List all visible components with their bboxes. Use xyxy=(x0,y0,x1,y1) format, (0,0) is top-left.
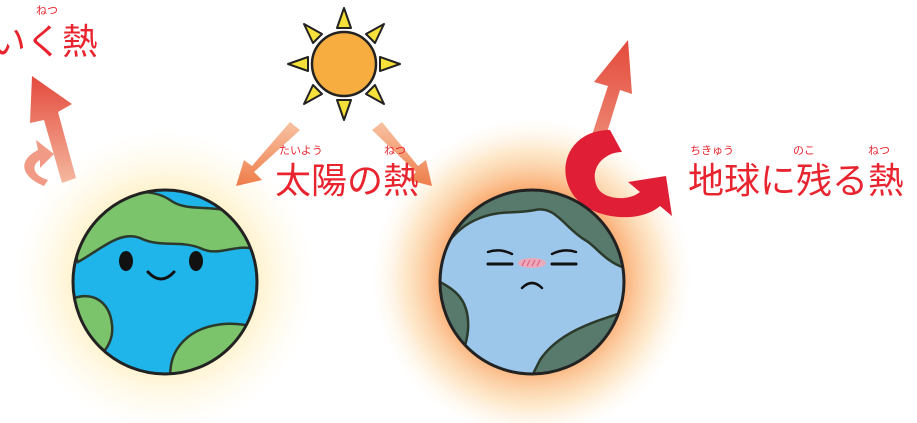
escaping-heat-label: いく熱 xyxy=(0,22,99,63)
sun-heat-label: 太陽の熱 xyxy=(275,161,420,202)
sun-heat-ruby-netsu: ねつ xyxy=(384,144,406,157)
sun-heat-ruby-taiyou: たいよう xyxy=(279,144,323,157)
sun-icon xyxy=(287,7,401,121)
remaining-heat-label: 地球に残る熱 xyxy=(688,161,905,202)
remaining-heat-ruby-chikyuu: ちきゅう xyxy=(690,144,734,157)
sun-heat-arrows xyxy=(236,122,432,186)
remaining-heat-ruby-noko: のこ xyxy=(793,144,815,157)
escaping-heat-arrow xyxy=(24,76,76,186)
remaining-heat-arrow xyxy=(565,40,672,218)
escaping-heat-ruby: ねつ xyxy=(36,4,58,17)
remaining-heat-ruby-netsu: ねつ xyxy=(868,144,890,157)
